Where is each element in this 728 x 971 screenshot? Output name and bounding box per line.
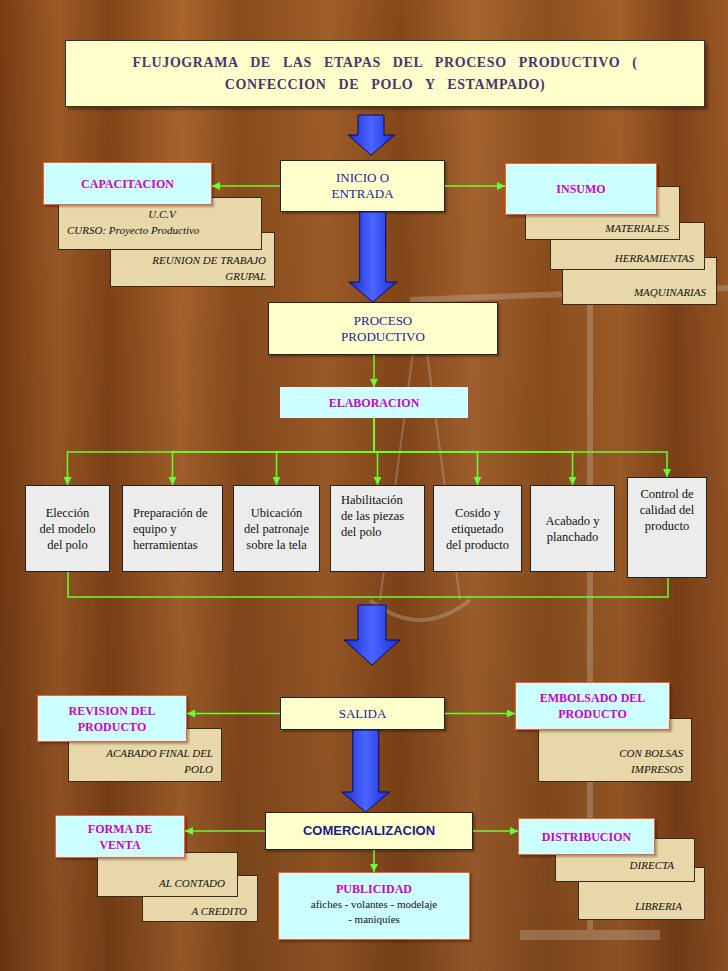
- node-label: Preparación de equipo y herramientas: [133, 505, 208, 553]
- node-label: CAPACITACION: [48, 176, 207, 192]
- node-body: afiches - volantes - modelaje - maniquíe…: [309, 897, 439, 927]
- block-arrow: [342, 730, 390, 812]
- flow-arrow: [374, 418, 478, 485]
- node-label: MATERIALES: [530, 220, 669, 236]
- node-body: CURSO: Proyecto Productivo: [67, 222, 257, 238]
- node-label: SALIDA: [285, 706, 440, 722]
- flow-arrow: [173, 418, 375, 485]
- node-label: PROCESO PRODUCTIVO: [329, 313, 437, 345]
- node-label: MAQUINARIAS: [567, 284, 706, 300]
- node-label: REVISION DEL PRODUCTO: [42, 703, 182, 735]
- step-box: Cosido y etiquetado del producto: [433, 485, 522, 572]
- flow-arrow: [374, 418, 667, 477]
- node-label: Ubicación del patronaje sobre la tela: [242, 505, 311, 553]
- flow-arrow: [185, 830, 265, 832]
- process-box: PROCESO PRODUCTIVO: [268, 302, 498, 355]
- flow-arrow: [374, 418, 378, 485]
- node-label: COMERCIALIZACION: [270, 823, 468, 839]
- node-label: A CREDITO: [147, 903, 247, 919]
- flow-arrow: [212, 185, 280, 187]
- flow-arrow: [277, 418, 375, 485]
- flow-arrow: [374, 418, 573, 485]
- flow-arrow: [473, 830, 518, 832]
- step-box: Elección del modelo del polo: [25, 485, 110, 572]
- node-label: INSUMO: [510, 181, 652, 197]
- title-box: FLUJOGRAMA DE LAS ETAPAS DEL PROCESO PRO…: [65, 40, 705, 107]
- node-label: PUBLICIDAD: [309, 881, 439, 897]
- node-label: EMBOLSADO DEL PRODUCTO: [520, 690, 665, 722]
- category-box: DISTRIBUCION: [518, 818, 655, 855]
- node-label: CON BOLSAS IMPRESOS: [583, 745, 683, 777]
- node-label: ELABORACION: [285, 395, 463, 411]
- node-label: INICIO O ENTRADA: [321, 170, 404, 202]
- flow-arrow: [187, 713, 280, 715]
- node-label: DIRECTA: [560, 857, 674, 873]
- node-label: Control de calidad del producto: [632, 486, 702, 534]
- process-box: SALIDA: [280, 697, 445, 730]
- node-label: Acabado y planchado: [537, 513, 608, 545]
- block-arrow: [344, 605, 400, 665]
- node-label: ACABADO FINAL DEL POLO: [97, 745, 213, 777]
- node-label: Habilitación de las piezas del polo: [341, 492, 410, 540]
- stage-box: ELABORACION: [280, 387, 468, 418]
- node-label: AL CONTADO: [102, 875, 225, 891]
- node-label: U.C.V: [67, 206, 257, 222]
- node-label: HERRAMIENTAS: [555, 250, 694, 266]
- process-box: COMERCIALIZACION: [265, 812, 473, 850]
- diagram-title: FLUJOGRAMA DE LAS ETAPAS DEL PROCESO PRO…: [80, 52, 690, 96]
- detail-box: AL CONTADO: [97, 852, 238, 897]
- category-box: PUBLICIDADafiches - volantes - modelaje …: [278, 872, 470, 940]
- step-box: Control de calidad del producto: [627, 477, 707, 578]
- flow-arrow: [373, 355, 375, 387]
- step-box: Habilitación de las piezas del polo: [330, 485, 425, 572]
- category-box: EMBOLSADO DEL PRODUCTO: [515, 682, 670, 730]
- step-box: Ubicación del patronaje sobre la tela: [233, 485, 320, 572]
- node-label: FORMA DE VENTA: [68, 821, 172, 853]
- node-label: REUNION DE TRABAJO GRUPAL: [135, 252, 266, 284]
- group-bracket: [68, 572, 668, 597]
- process-box: INICIO O ENTRADA: [280, 160, 445, 212]
- category-box: CAPACITACION: [43, 162, 212, 205]
- scale-base: [520, 930, 660, 940]
- node-label: Cosido y etiquetado del producto: [446, 505, 509, 553]
- flow-arrow: [445, 713, 515, 715]
- category-box: INSUMO: [505, 163, 657, 215]
- node-label: LIBRERIA: [583, 898, 682, 914]
- flow-arrow: [373, 850, 375, 872]
- block-arrow: [348, 115, 395, 155]
- step-box: Acabado y planchado: [530, 485, 615, 572]
- flow-arrow: [445, 185, 505, 187]
- node-label: Elección del modelo del polo: [38, 505, 97, 553]
- category-box: REVISION DEL PRODUCTO: [37, 695, 187, 742]
- step-box: Preparación de equipo y herramientas: [122, 485, 223, 572]
- block-arrow: [349, 212, 397, 302]
- category-box: FORMA DE VENTA: [55, 815, 185, 858]
- node-label: DISTRIBUCION: [523, 829, 650, 845]
- flow-arrow: [68, 418, 375, 485]
